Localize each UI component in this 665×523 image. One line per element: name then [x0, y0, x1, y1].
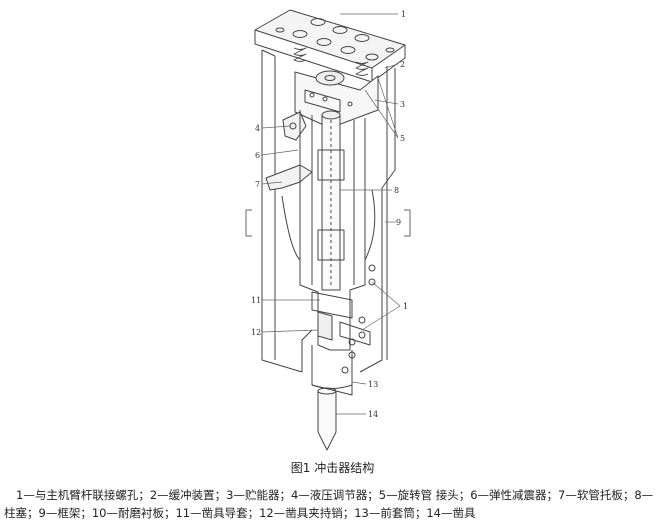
callout-14: 14	[368, 410, 378, 419]
outer-frame	[261, 49, 396, 373]
callout-11: 11	[251, 296, 261, 305]
callout-7: 7	[255, 180, 260, 189]
valve-block	[294, 70, 379, 129]
callout-9: 9	[396, 218, 401, 227]
callout-5: 5	[400, 134, 405, 143]
top-mount-plate	[254, 9, 406, 83]
callout-3: 3	[400, 100, 405, 109]
callout-12: 12	[251, 328, 261, 337]
chisel-tool	[317, 387, 337, 451]
side-bolts	[341, 264, 376, 374]
callout-13: 13	[368, 380, 378, 389]
parts-legend: 1—与主机臂杆联接螺孔；2—缓冲装置；3—贮能器；4—液压调节器；5—旋转管 接…	[4, 488, 654, 520]
callout-4: 4	[255, 124, 260, 133]
callout-8: 8	[394, 186, 399, 195]
callout-1-top: 1	[401, 10, 406, 19]
side-brackets	[245, 209, 411, 237]
callout-2: 2	[400, 60, 405, 69]
piston	[317, 110, 345, 291]
callout-6: 6	[255, 151, 260, 160]
buffer-springs	[293, 47, 369, 76]
impactor-structure-diagram: 1 2 3 4 5 6 7 8 9 1 11 12 13 14	[245, 9, 411, 451]
callout-1-side: 1	[403, 302, 408, 311]
hose-support-plate	[265, 164, 313, 191]
front-sleeve	[311, 345, 353, 396]
leader-lines	[261, 13, 401, 415]
figure-caption: 图1 冲击器结构	[290, 461, 375, 475]
tool-guide-and-pin	[311, 291, 371, 346]
cylinder-body	[281, 110, 376, 351]
